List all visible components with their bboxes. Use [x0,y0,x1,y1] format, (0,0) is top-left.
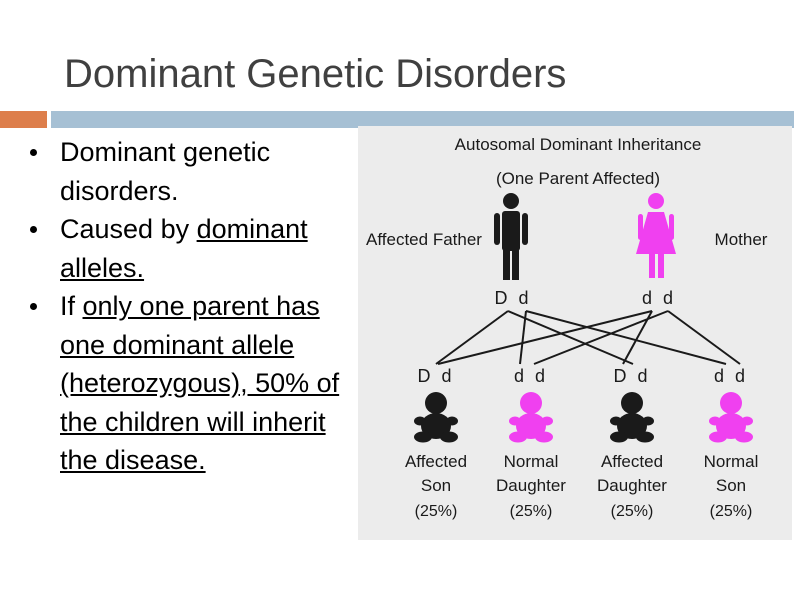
male-figure-icon [494,193,528,280]
baby-normal-icon [509,392,553,443]
child-genotype: D d [613,366,650,386]
accent-bar-orange [0,111,47,128]
bullet-dot-icon [30,149,37,156]
bullet-item: If only one parent has one dominant alle… [30,287,340,480]
child-genotype: d d [514,366,548,386]
parent-label-father: Affected Father [366,230,482,249]
parent-genotype-mother: d d [642,288,676,308]
child-normal-son: d d Normal Son (25%) [704,366,759,520]
bullet-dot-icon [30,226,37,233]
child-label: Affected [601,452,663,471]
child-label: Affected [405,452,467,471]
inheritance-diagram: Autosomal Dominant Inheritance (One Pare… [358,126,792,540]
bullet-text: Caused by [60,214,197,244]
child-label: Normal [704,452,759,471]
baby-affected-icon [610,392,654,443]
child-label: Son [716,476,746,495]
child-percent: (25%) [710,503,753,520]
bullet-text: If [60,291,83,321]
child-affected-son: D d Affected Son (25%) [405,366,467,520]
child-percent: (25%) [415,503,458,520]
bullet-item: Caused by dominant alleles. [30,210,340,287]
child-percent: (25%) [510,503,553,520]
child-label: Daughter [597,476,667,495]
bullet-underlined-text: only one parent has one dominant allele … [60,291,339,475]
diagram-subtitle: (One Parent Affected) [496,169,660,188]
slide-title: Dominant Genetic Disorders [64,52,566,97]
child-genotype: d d [714,366,748,386]
baby-affected-icon [414,392,458,443]
diagram-title: Autosomal Dominant Inheritance [455,135,702,154]
child-affected-daughter: D d Affected Daughter (25%) [597,366,667,520]
parent-label-mother: Mother [715,230,768,249]
child-normal-daughter: d d Normal Daughter (25%) [496,366,566,520]
bullet-item: Dominant genetic disorders. [30,133,340,210]
child-label: Daughter [496,476,566,495]
child-label: Son [421,476,451,495]
female-figure-icon [636,193,676,278]
parent-genotype-father: D d [494,288,531,308]
bullet-list: Dominant genetic disorders. Caused by do… [30,133,340,480]
baby-normal-icon [709,392,753,443]
child-percent: (25%) [611,503,654,520]
child-genotype: D d [417,366,454,386]
bullet-dot-icon [30,303,37,310]
inheritance-lines [436,311,740,364]
child-label: Normal [504,452,559,471]
bullet-text: Dominant genetic disorders. [60,137,270,206]
